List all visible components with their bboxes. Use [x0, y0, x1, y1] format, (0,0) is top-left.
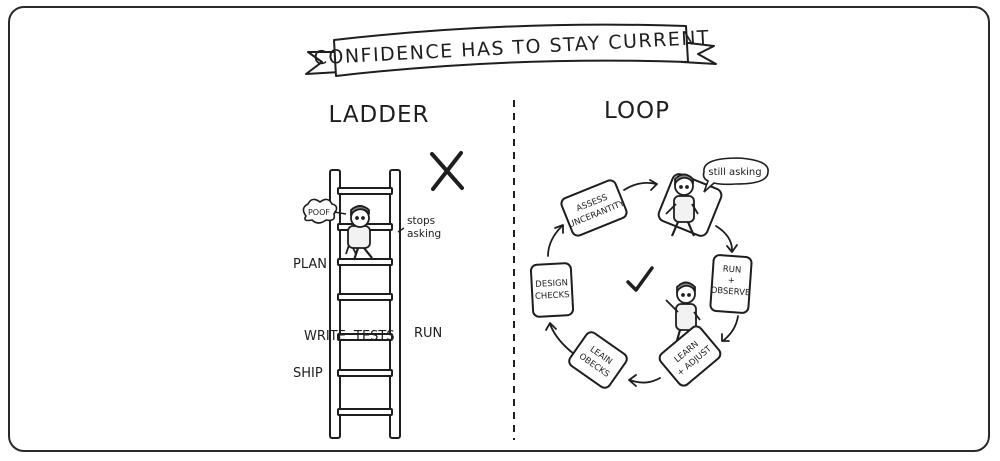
- loop-arrows: [545, 179, 739, 387]
- check-mark: [626, 266, 654, 292]
- card-run-line1: RUN: [722, 264, 741, 275]
- arrow-run-to-learn: [723, 315, 739, 341]
- arrow-design-to-assess: [547, 225, 563, 257]
- card-design-line2: CHECKS: [535, 290, 570, 302]
- outer-frame: [8, 6, 990, 452]
- loop-figure-bottom: [665, 281, 701, 345]
- label-tests: TESTS: [353, 329, 395, 344]
- card-run-observe: RUN + OBSERVE: [709, 254, 753, 314]
- ladder-rail-right: [389, 169, 401, 439]
- card-run-line2: +: [727, 276, 735, 286]
- arrow-leain-to-design: [549, 323, 575, 355]
- card-leain-obecks: LEAIN OBECKS: [568, 331, 628, 389]
- card-assess-uncertainty: ASSESS UNCERANTITY: [560, 179, 628, 237]
- card-design-line1: DESIGN: [535, 278, 568, 290]
- ladder: [329, 169, 401, 439]
- label-ship: SHIP: [293, 366, 323, 381]
- label-run: RUN: [414, 326, 442, 341]
- card-learn-adjust: LEARN + ADJUST: [658, 325, 722, 387]
- poof-cloud: [302, 198, 347, 224]
- poof-label: POOF: [308, 208, 330, 217]
- card-design-checks: DESIGN CHECKS: [529, 262, 575, 318]
- loop-heading: LOOP: [604, 98, 670, 124]
- card-run-line3: OBSERVE: [710, 286, 750, 299]
- arrow-assess-to-figure: [623, 181, 657, 191]
- stops-asking-line1: stops: [407, 215, 435, 227]
- still-asking-text: still asking: [708, 167, 761, 178]
- arrow-learn-to-leain: [629, 377, 661, 384]
- ladder-heading: LADDER: [328, 102, 429, 128]
- title-banner: [305, 23, 717, 77]
- still-asking-bubble: still asking: [702, 157, 769, 193]
- arrow-figure-to-run: [715, 225, 733, 251]
- stops-asking-pointer: [397, 227, 405, 233]
- label-write: WRITE: [304, 329, 346, 344]
- stops-asking-line2: asking: [407, 228, 441, 240]
- x-mark: [430, 151, 464, 191]
- label-plan: PLAN: [293, 257, 327, 272]
- ladder-climber: [345, 205, 373, 261]
- banner-body: [333, 23, 689, 77]
